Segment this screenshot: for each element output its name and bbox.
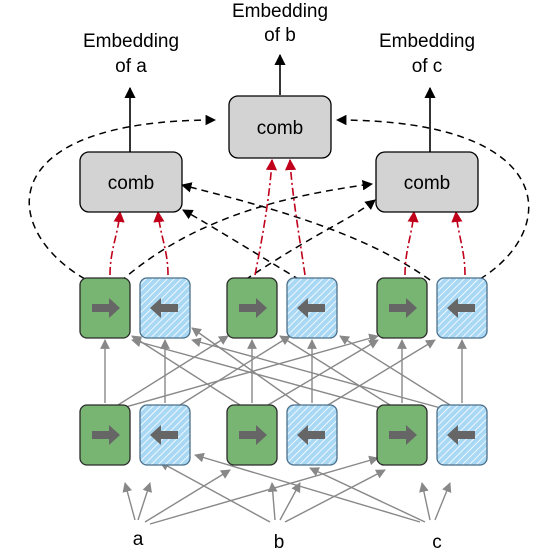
left-arrow-icon bbox=[150, 298, 178, 318]
backward-cell bbox=[139, 404, 191, 466]
right-arrow-icon bbox=[92, 298, 120, 318]
left-arrow-icon bbox=[447, 298, 475, 318]
comb-box-c: comb bbox=[375, 151, 479, 213]
comb-label: comb bbox=[404, 173, 450, 194]
dashed-cross-arrows bbox=[28, 114, 530, 283]
output-label-b-line2: of b bbox=[264, 25, 296, 46]
input-labels: a b c bbox=[133, 529, 442, 553]
comb-box-a: comb bbox=[79, 151, 183, 213]
forward-cell bbox=[79, 277, 131, 339]
output-label-c-line2: of c bbox=[412, 56, 443, 77]
forward-cell bbox=[226, 404, 278, 466]
input-to-layer1-arrows bbox=[122, 452, 452, 525]
red-dashdot-arrows bbox=[109, 158, 466, 276]
backward-cell bbox=[286, 277, 338, 339]
backward-cell bbox=[436, 277, 488, 339]
layer1-to-layer2-arrows bbox=[100, 327, 467, 411]
output-label-c-line1: Embedding bbox=[379, 31, 475, 52]
left-arrow-icon bbox=[447, 425, 475, 445]
output-arrows bbox=[124, 53, 436, 152]
right-arrow-icon bbox=[239, 425, 267, 445]
right-arrow-icon bbox=[92, 425, 120, 445]
layer2-cells bbox=[79, 277, 488, 339]
input-label-c: c bbox=[432, 532, 442, 553]
left-arrow-icon bbox=[297, 298, 325, 318]
left-arrow-icon bbox=[150, 425, 178, 445]
forward-cell bbox=[376, 277, 428, 339]
right-arrow-icon bbox=[389, 298, 417, 318]
forward-cell bbox=[376, 404, 428, 466]
left-arrow-icon bbox=[297, 425, 325, 445]
comb-label: comb bbox=[108, 173, 154, 194]
forward-cell bbox=[79, 404, 131, 466]
backward-cell bbox=[436, 404, 488, 466]
right-arrow-icon bbox=[239, 298, 267, 318]
layer1-cells bbox=[79, 404, 488, 466]
output-labels: Embedding of a Embedding of b Embedding … bbox=[83, 1, 475, 77]
comb-box-b: comb bbox=[228, 95, 332, 159]
output-label-a-line1: Embedding bbox=[83, 31, 179, 52]
output-label-b-line1: Embedding bbox=[232, 1, 328, 22]
input-label-b: b bbox=[274, 532, 285, 553]
backward-cell bbox=[286, 404, 338, 466]
right-arrow-icon bbox=[389, 425, 417, 445]
input-label-a: a bbox=[133, 529, 144, 550]
forward-cell bbox=[226, 277, 278, 339]
comb-label: comb bbox=[257, 118, 303, 139]
backward-cell bbox=[139, 277, 191, 339]
output-label-a-line2: of a bbox=[115, 56, 147, 77]
